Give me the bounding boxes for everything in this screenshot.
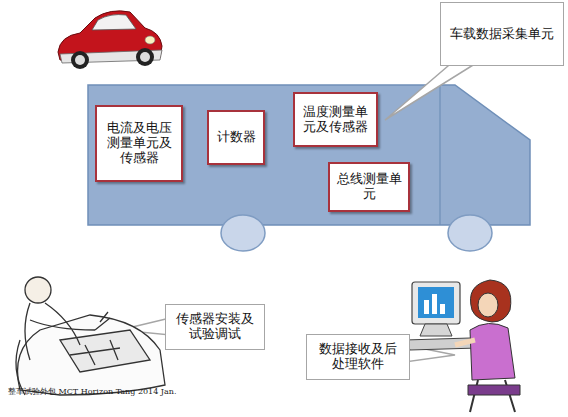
node-text: 车载数据采集单元 (450, 27, 554, 42)
counter-box: 计数器 (207, 110, 265, 165)
node-text: 总线测量单元 (335, 172, 403, 202)
wheel (448, 215, 492, 251)
callout-tail (385, 60, 478, 120)
mechanic-illustration (16, 277, 165, 395)
bus-box: 总线测量单元 (328, 162, 410, 212)
temperature-box: 温度测量单元及传感器 (293, 92, 378, 147)
callout-box: 数据接收及后处理软件 (306, 334, 410, 380)
wheel (221, 215, 265, 251)
watermark: 整车试验外包 MCT Horizon Tang 2014 Jan. (8, 386, 177, 397)
car-illustration (58, 11, 162, 69)
node-text: 电流及电压测量单元及传感器 (102, 121, 176, 166)
node-text: 温度测量单元及传感器 (300, 105, 371, 135)
callout-box: 车载数据采集单元 (440, 2, 564, 66)
measure-box: 电流及电压测量单元及传感器 (95, 105, 183, 182)
node-text: 传感器安装及试验调试 (172, 312, 258, 342)
cab-line (439, 85, 440, 225)
operator-illustration (405, 280, 520, 412)
node-text: 数据接收及后处理软件 (313, 342, 403, 372)
node-text: 计数器 (217, 130, 256, 145)
callout-box: 传感器安装及试验调试 (165, 304, 265, 350)
truck-body (88, 85, 530, 225)
